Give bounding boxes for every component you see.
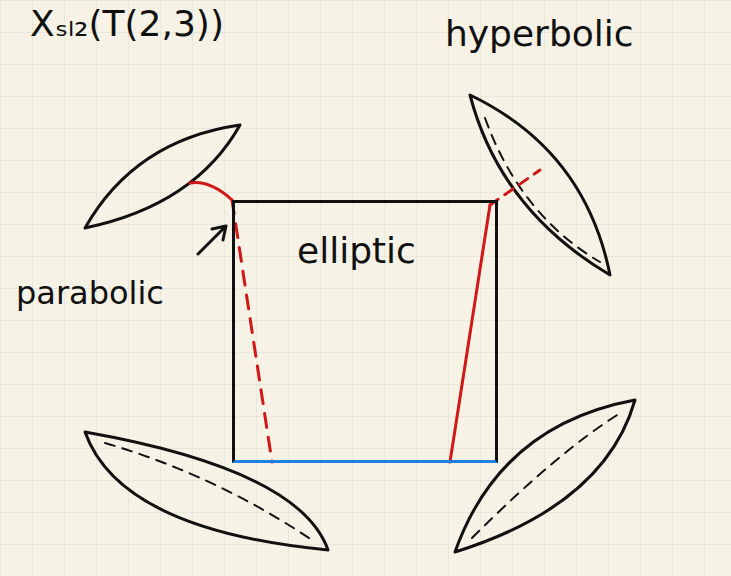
pointer-arrow [198,226,226,254]
diagram-title: Xₛₗ₂(T(2,3)) [30,4,224,44]
red-curve [450,205,490,462]
red-curve [190,183,232,200]
lens-bottom-left [85,432,328,550]
region-label: parabolic [16,276,164,311]
lens-bottom-right [455,400,635,552]
lens-dashed-arc [485,118,600,262]
red-dashed-curve [232,200,272,462]
lens-top-left [85,125,240,228]
region-box: elliptic [232,200,498,463]
lens-top-right [470,95,610,275]
region-name: elliptic [297,231,416,271]
lens-dashed-arc [105,443,312,540]
region-label: hyperbolic [445,14,634,54]
lens-dashed-arc [472,412,622,538]
